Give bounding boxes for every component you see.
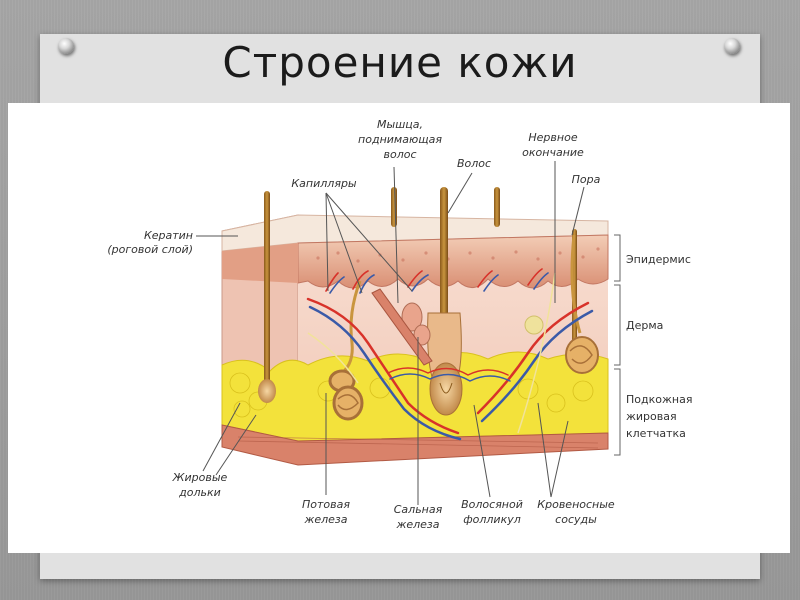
label-sebaceous-gland-2: железа (395, 518, 439, 531)
label-sebaceous-gland-1: Сальная (394, 503, 443, 516)
label-subcutaneous-2: жировая (626, 410, 677, 423)
label-follicle-2: фолликул (463, 513, 521, 526)
label-nerve-2: окончание (522, 146, 584, 159)
label-follicle-1: Волосяной (461, 498, 523, 511)
label-capillaries: Капилляры (291, 177, 357, 190)
label-epidermis: Эпидермис (626, 253, 691, 266)
skin-diagram: Кератин (роговой слой) Капилляры Мышца, … (8, 103, 790, 553)
label-vessels-1: Кровеносные (537, 498, 615, 511)
label-pore: Пора (572, 173, 601, 186)
label-fat-lobules-2: дольки (178, 486, 221, 499)
label-sweat-gland-1: Потовая (302, 498, 350, 511)
label-keratin-2: (роговой слой) (107, 243, 193, 256)
label-fat-lobules-1: Жировые (172, 471, 228, 484)
hair-bulb-left (258, 379, 276, 403)
skin-structure-figure: Кератин (роговой слой) Капилляры Мышца, … (8, 103, 790, 553)
layer-brackets (614, 235, 620, 455)
hair-shaft-left (264, 191, 270, 391)
hair-shaft-4 (494, 187, 500, 227)
label-vessels-2: сосуды (555, 513, 597, 526)
hair-shaft-2 (391, 187, 397, 227)
label-nerve-1: Нервное (528, 131, 577, 144)
label-dermis: Дерма (626, 319, 663, 332)
label-muscle-2: поднимающая (358, 133, 442, 146)
label-subcutaneous-1: Подкожная (626, 393, 692, 406)
slide-title: Строение кожи (0, 38, 800, 87)
label-subcutaneous-3: клетчатка (626, 427, 686, 440)
label-muscle-3: волос (383, 148, 416, 161)
hair-follicle (428, 313, 462, 415)
label-muscle-1: Мышца, (377, 118, 423, 131)
label-sweat-gland-2: железа (303, 513, 347, 526)
label-hair: Волос (457, 157, 491, 170)
label-keratin-1: Кератин (144, 229, 193, 242)
